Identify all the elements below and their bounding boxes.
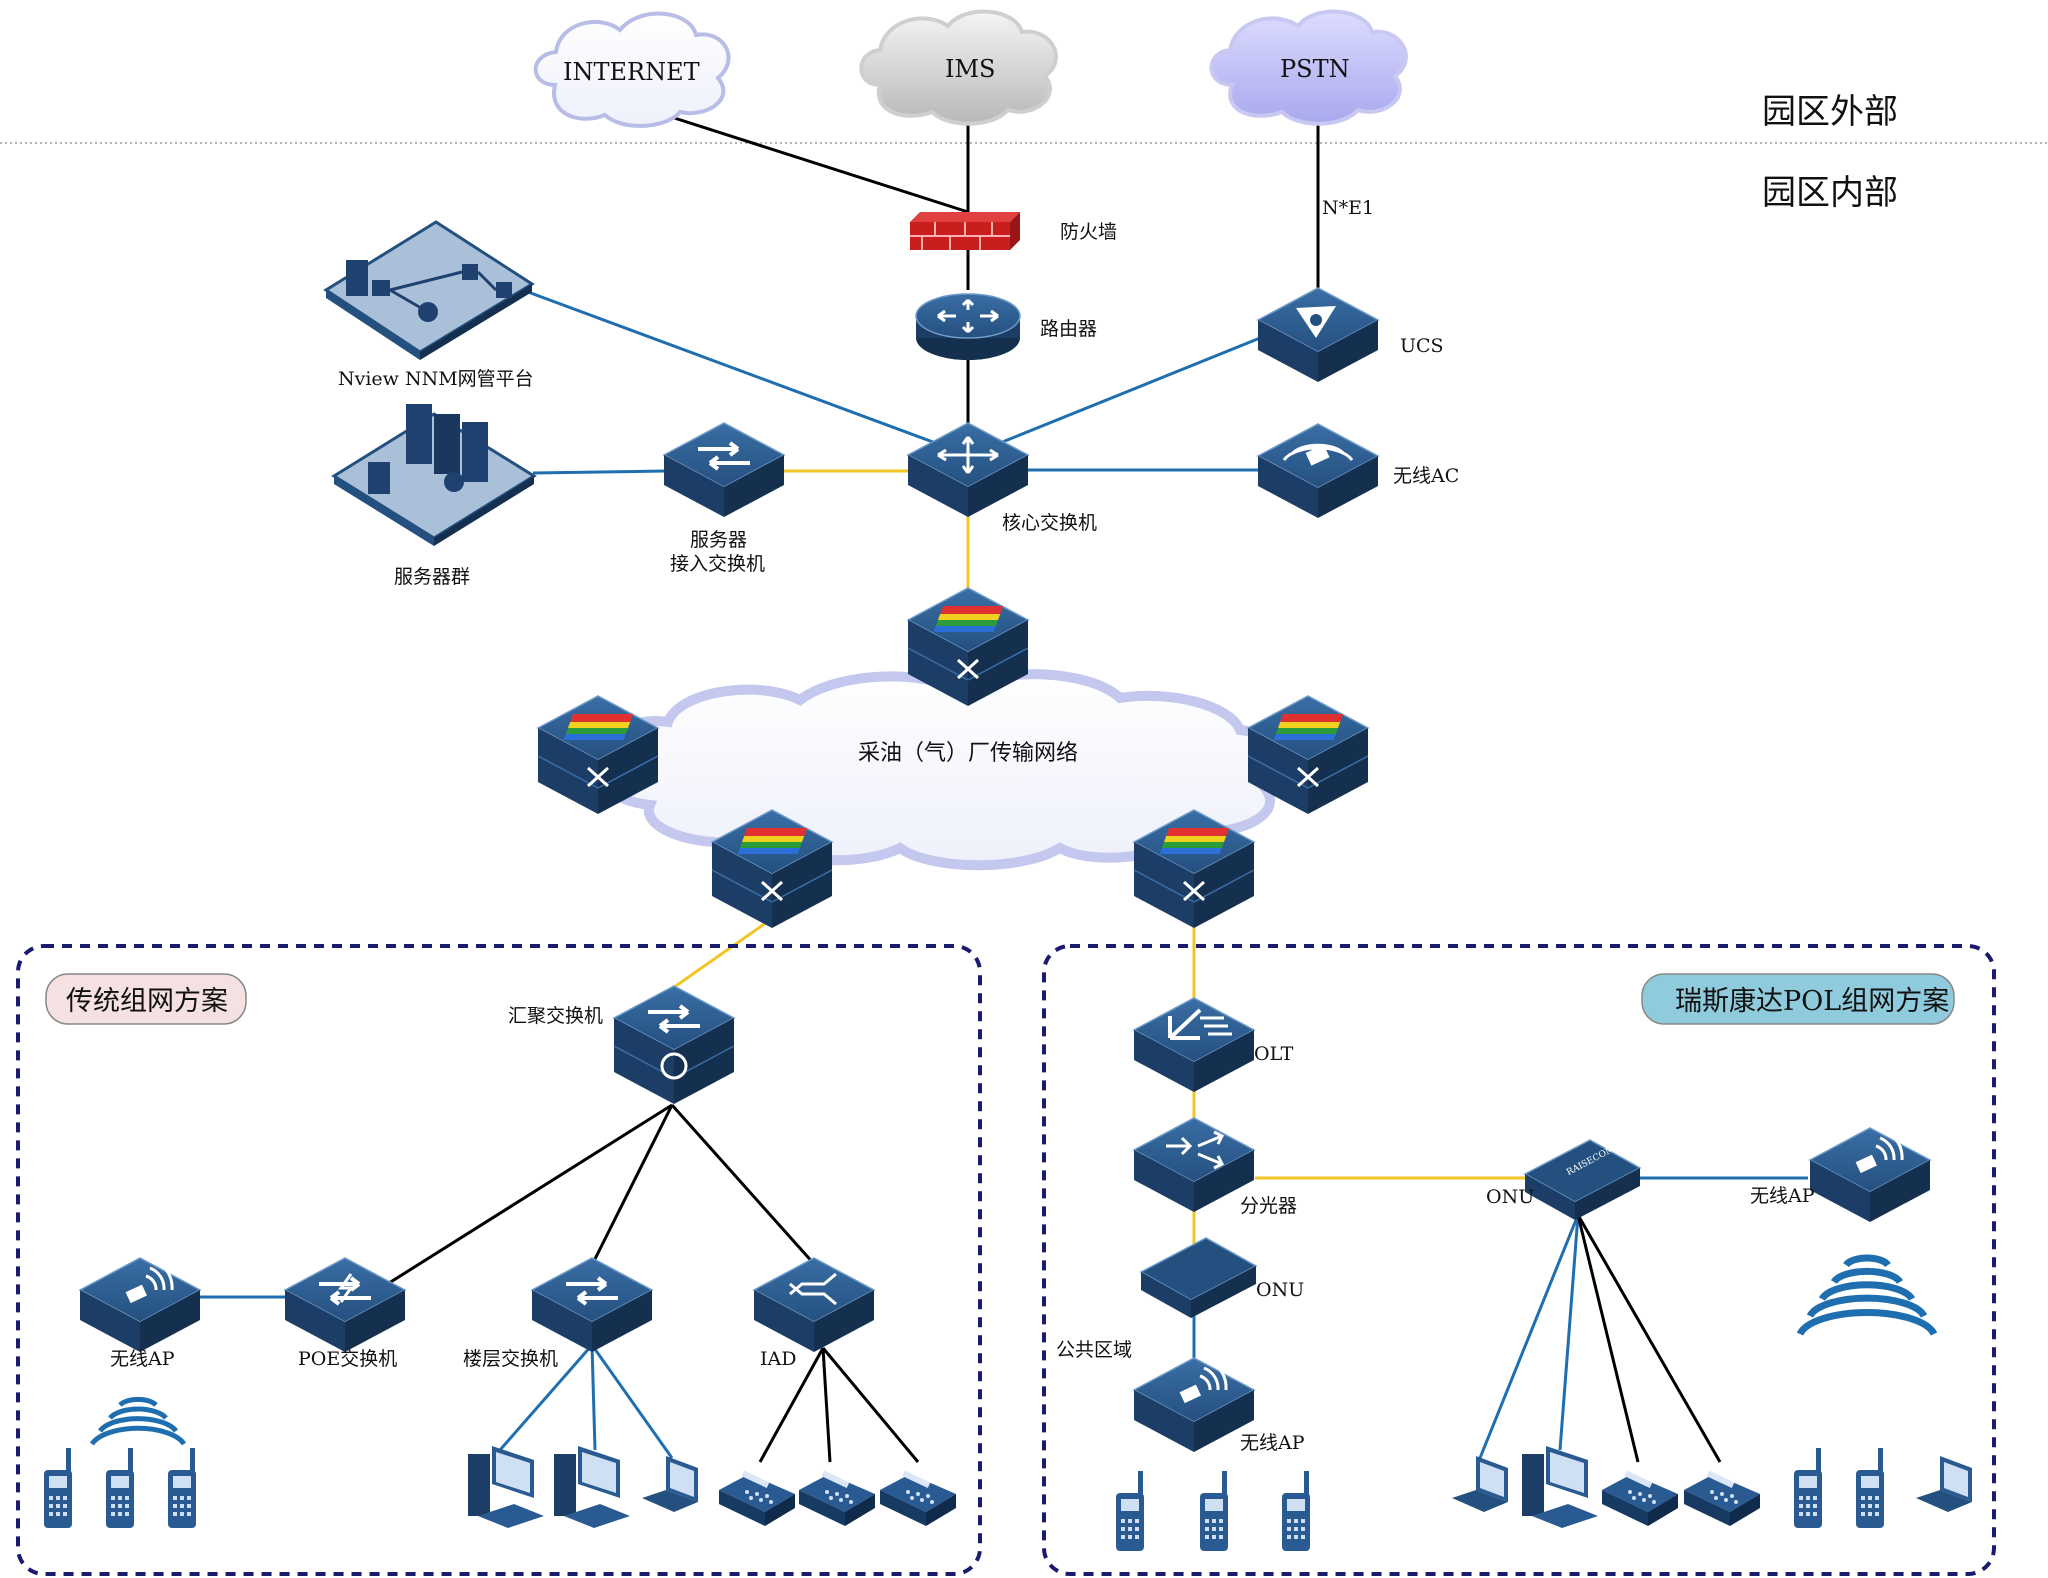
pol-scheme-badge: 瑞斯康达POL组网方案: [1641, 973, 1955, 1025]
splitter-icon: [1133, 1117, 1255, 1213]
server-farm-icon: [331, 404, 537, 546]
firewall-label: 防火墙: [1060, 221, 1117, 243]
walkie-talkie-icon: [1116, 1471, 1144, 1551]
server-access-switch-label-1: 服务器: [690, 529, 747, 551]
ims-label: IMS: [945, 55, 996, 83]
server-farm-label: 服务器群: [394, 566, 470, 588]
ip-phone-icon: [1602, 1470, 1678, 1526]
pol-scheme-label: 瑞斯康达POL组网方案: [1675, 986, 1949, 1017]
core-switch-label: 核心交换机: [1002, 512, 1097, 534]
aggregation-switch-icon: [613, 985, 735, 1105]
internet-cloud: INTERNET: [533, 11, 731, 128]
ap-left-label: 无线AP: [110, 1348, 175, 1370]
ap-right-label: 无线AP: [1750, 1185, 1815, 1207]
ap-bottom-label: 无线AP: [1240, 1432, 1305, 1454]
wifi-signal-left-icon: [89, 1396, 187, 1446]
aggregation-switch-label: 汇聚交换机: [508, 1005, 603, 1027]
router-label: 路由器: [1040, 318, 1097, 340]
onu-left-icon: [1139, 1237, 1258, 1318]
traditional-scheme-label: 传统组网方案: [66, 986, 228, 1017]
laptop-icon: [1916, 1456, 1972, 1512]
nview-nnm-platform-icon: [323, 220, 535, 360]
ap-right-icon: [1809, 1127, 1931, 1223]
wireless-ac-label: 无线AC: [1393, 465, 1459, 487]
olt-icon: [1133, 997, 1255, 1093]
floor-switch-label: 楼层交换机: [463, 1348, 558, 1370]
pol-scheme-frame: [1042, 944, 1996, 1576]
server-access-switch-icon: [663, 422, 785, 518]
walkie-talkie-icon: [106, 1448, 134, 1528]
floor-switch-icon: [531, 1257, 653, 1353]
zone-inside-label: 园区内部: [1762, 173, 1898, 213]
core-switch-icon: [907, 422, 1029, 518]
ucs-icon: [1257, 287, 1379, 383]
poe-switch-label: POE交换机: [298, 1348, 397, 1370]
walkie-talkie-icon: [1200, 1471, 1228, 1551]
walkie-talkie-icon: [1856, 1448, 1884, 1528]
ap-bottom-icon: [1133, 1357, 1255, 1453]
olt-label: OLT: [1254, 1043, 1294, 1065]
desktop-pc-icon: [1522, 1446, 1598, 1528]
walkie-talkie-icon: [1282, 1471, 1310, 1551]
laptop-icon: [1452, 1456, 1508, 1512]
traditional-scheme-frame: [16, 944, 982, 1576]
ip-phone-icon: [799, 1470, 875, 1526]
ip-phone-icon: [880, 1470, 956, 1526]
ne1-label: N*E1: [1322, 197, 1374, 219]
pstn-label: PSTN: [1280, 55, 1350, 83]
onu-right-label: ONU: [1486, 1186, 1534, 1208]
traditional-scheme-badge: 传统组网方案: [45, 973, 247, 1025]
ucs-label: UCS: [1400, 335, 1444, 357]
desktop-pc-icon: [468, 1446, 544, 1528]
transport-network-label: 采油（气）厂传输网络: [858, 741, 1078, 766]
internet-label: INTERNET: [563, 58, 700, 86]
public-area-label: 公共区域: [1056, 1339, 1132, 1361]
desktop-pc-icon: [554, 1446, 630, 1528]
ip-phone-icon: [719, 1470, 795, 1526]
splitter-label: 分光器: [1240, 1195, 1297, 1217]
wifi-signal-right-icon: [1796, 1254, 1938, 1336]
onu-left-label: ONU: [1256, 1279, 1304, 1301]
wireless-ac-icon: [1257, 423, 1379, 519]
zone-outside-label: 园区外部: [1762, 92, 1898, 132]
ims-cloud: IMS: [859, 9, 1058, 126]
onu-right-icon: RAISECOM: [1523, 1139, 1642, 1220]
walkie-talkie-icon: [44, 1448, 72, 1528]
nview-nnm-label: Nview NNM网管平台: [338, 368, 534, 390]
laptop-icon: [642, 1456, 698, 1512]
firewall-icon: [910, 212, 1020, 250]
pstn-cloud: PSTN: [1209, 9, 1408, 126]
walkie-talkie-icon: [168, 1448, 196, 1528]
walkie-talkie-icon: [1794, 1448, 1822, 1528]
ap-left-icon: [79, 1257, 201, 1353]
poe-switch-icon: [284, 1257, 406, 1353]
server-access-switch-label-2: 接入交换机: [670, 553, 765, 575]
router-icon: [915, 293, 1021, 360]
iad-label: IAD: [760, 1348, 796, 1370]
links: [200, 110, 1808, 1463]
iad-icon: [753, 1257, 875, 1353]
ip-phone-icon: [1684, 1470, 1760, 1526]
